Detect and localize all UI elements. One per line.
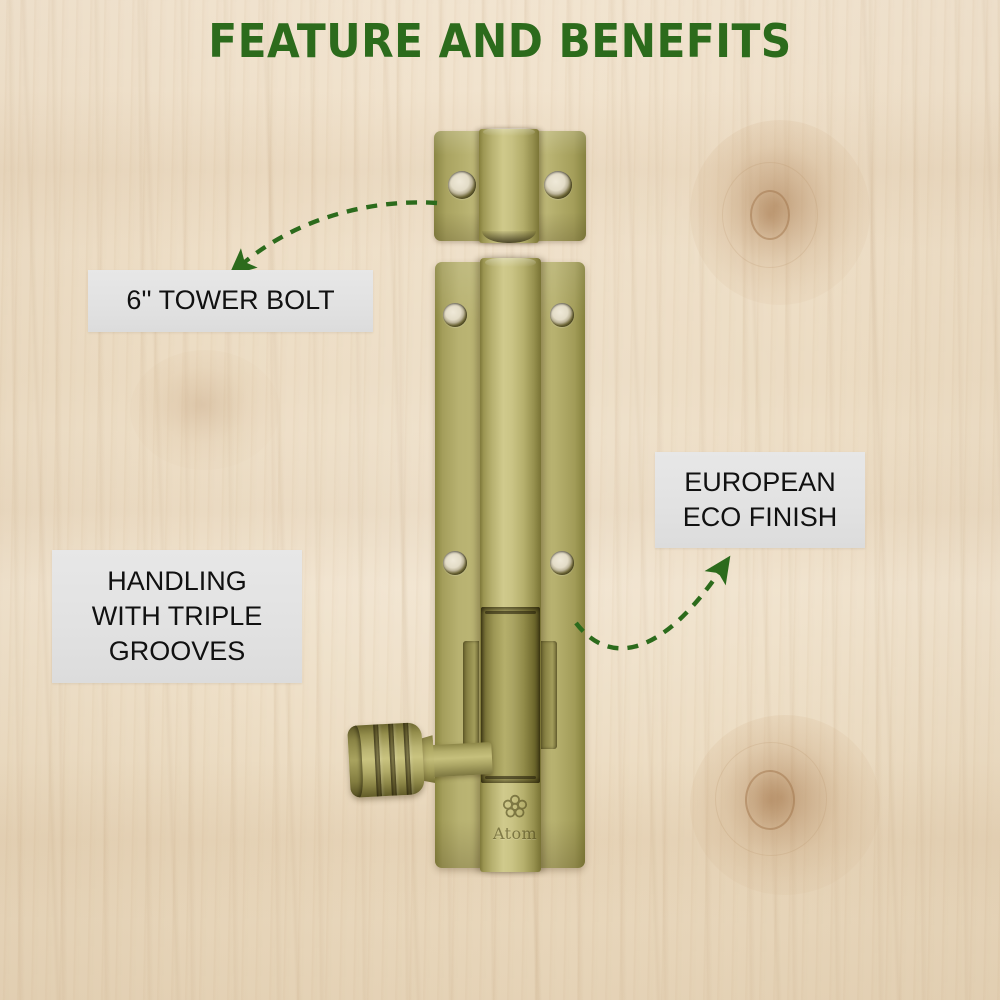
wood-knot	[130, 350, 280, 470]
page-title: FEATURE AND BENEFITS	[208, 14, 792, 68]
wood-knot-halo	[715, 742, 827, 856]
callout-line: HANDLING	[107, 565, 247, 596]
callout-line: EUROPEAN	[684, 466, 836, 497]
bolt-guide-left	[463, 641, 479, 749]
screw-hole	[443, 303, 467, 327]
bolt-top-notch	[485, 611, 536, 614]
screw-hole	[544, 171, 572, 199]
knob-groove	[373, 724, 382, 797]
wood-knot-halo	[722, 162, 818, 268]
screw-hole	[550, 303, 574, 327]
callout-line: ECO FINISH	[682, 502, 838, 532]
callout-label-european-eco-finish: EUROPEAN ECO FINISH	[655, 452, 865, 548]
handle-knob	[347, 722, 425, 798]
callout-label-tower-bolt: 6'' TOWER BOLT	[88, 270, 373, 332]
screw-hole	[448, 171, 476, 199]
keeper-barrel	[479, 128, 539, 243]
knob-groove	[403, 722, 412, 795]
callout-line: GROOVES	[108, 636, 246, 667]
brand-mark: Atom	[489, 793, 541, 843]
keeper-catch-piece	[434, 128, 586, 243]
callout-label-handling-with-triple-grooves: HANDLING WITH TRIPLE GROOVES	[52, 550, 302, 683]
callout-line: WITH TRIPLE	[91, 600, 263, 631]
bolt-bottom-notch	[485, 776, 536, 779]
callout-line: 6'' TOWER BOLT	[126, 285, 335, 316]
brand-name: Atom	[492, 824, 538, 843]
screw-hole	[443, 551, 467, 575]
bolt-guide-right	[541, 641, 557, 749]
knob-groove	[388, 723, 397, 796]
screw-hole	[550, 551, 574, 575]
atom-flower-icon	[502, 794, 528, 818]
